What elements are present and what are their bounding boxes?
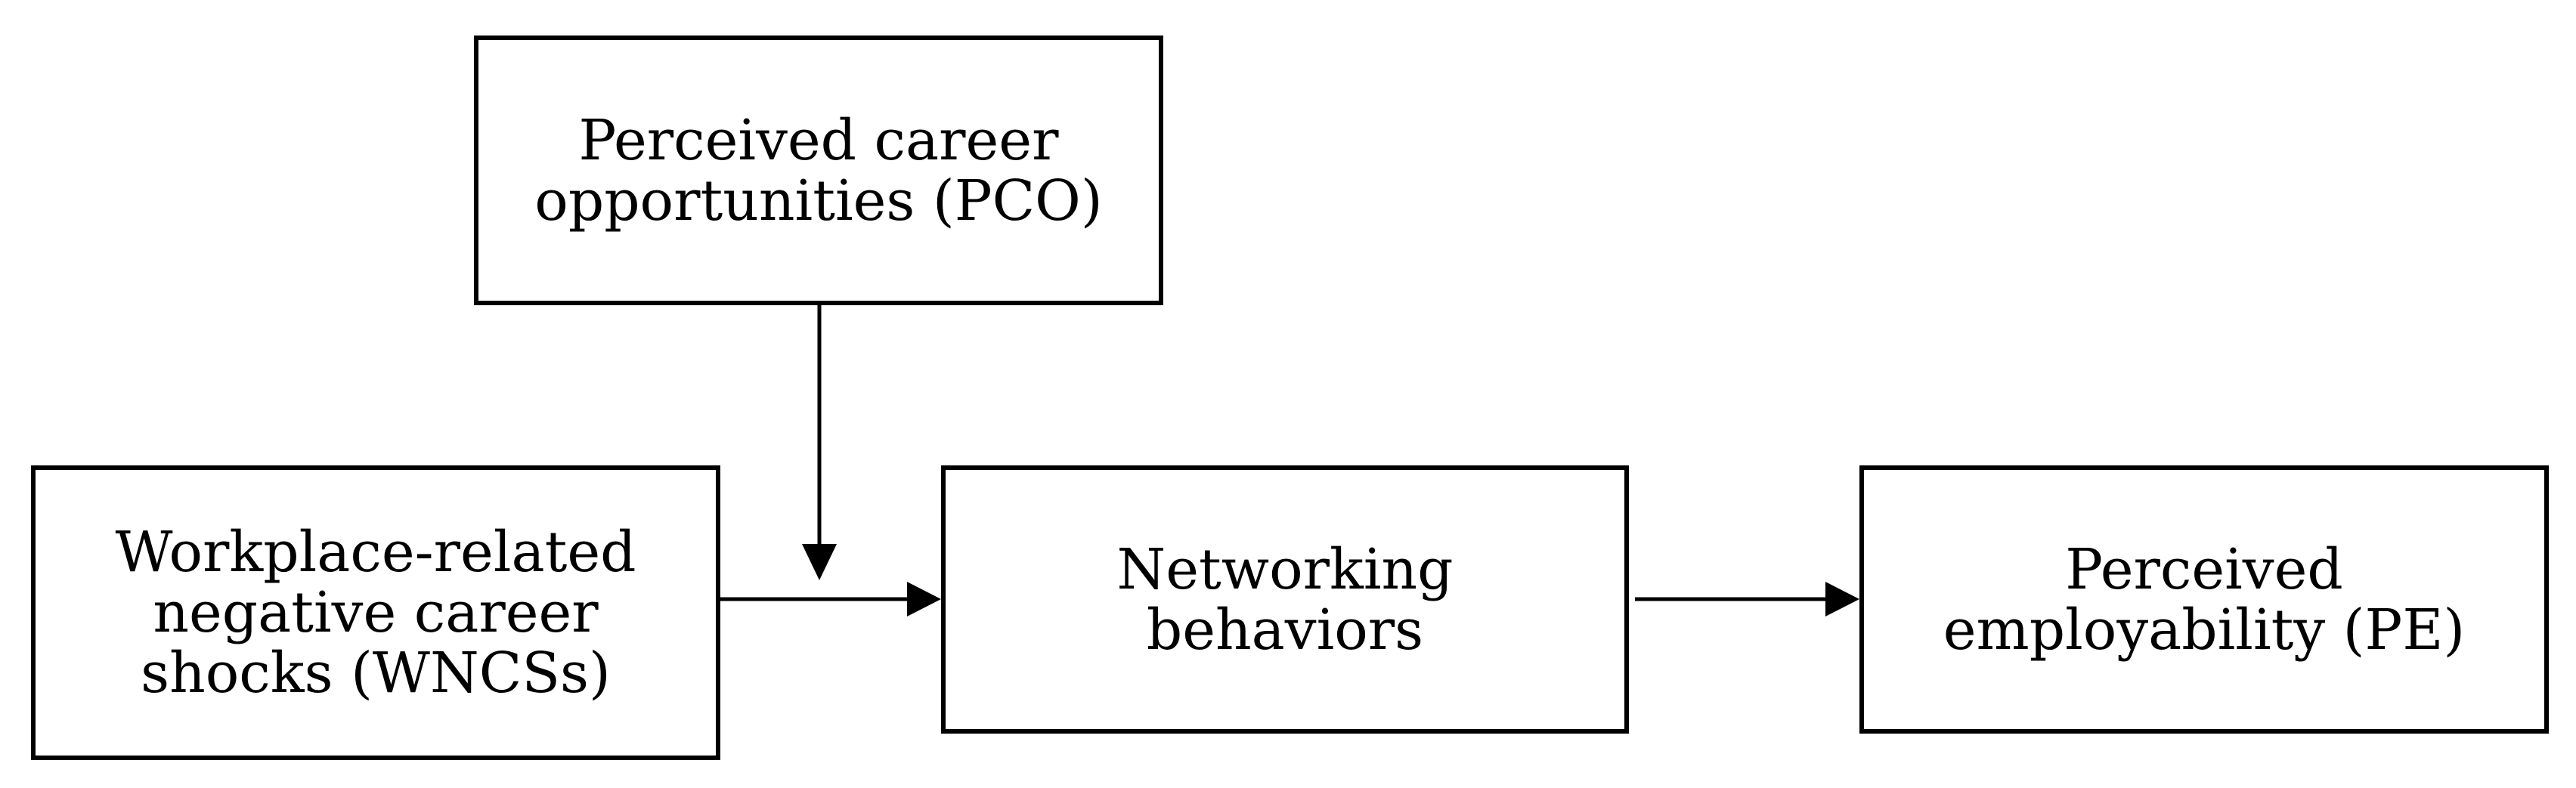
node-label-line: negative career (153, 580, 599, 645)
node-label-line: shocks (WNCSs) (141, 641, 611, 706)
arrowhead-wncs-to-networking (907, 582, 941, 616)
node-label-line: Networking (1116, 536, 1454, 602)
node-workplace-negative-career-shocks: Workplace-related negative career shocks… (31, 465, 720, 760)
node-label-line: behaviors (1146, 597, 1424, 663)
node-perceived-employability: Perceived employability (PE) (1859, 465, 2549, 734)
node-perceived-career-opportunities: Perceived career opportunities (PCO) (474, 36, 1163, 305)
node-label-line: Workplace-related (115, 520, 636, 585)
node-label-line: Perceived (2065, 536, 2343, 602)
node-label-line: Perceived career (578, 107, 1059, 173)
node-networking-behaviors: Networking behaviors (941, 465, 1629, 734)
arrowhead-pco-moderation (802, 544, 837, 580)
node-label-line: opportunities (PCO) (534, 168, 1103, 233)
arrowhead-networking-to-pe (1825, 582, 1859, 616)
node-label-line: employability (PE) (1943, 597, 2466, 663)
